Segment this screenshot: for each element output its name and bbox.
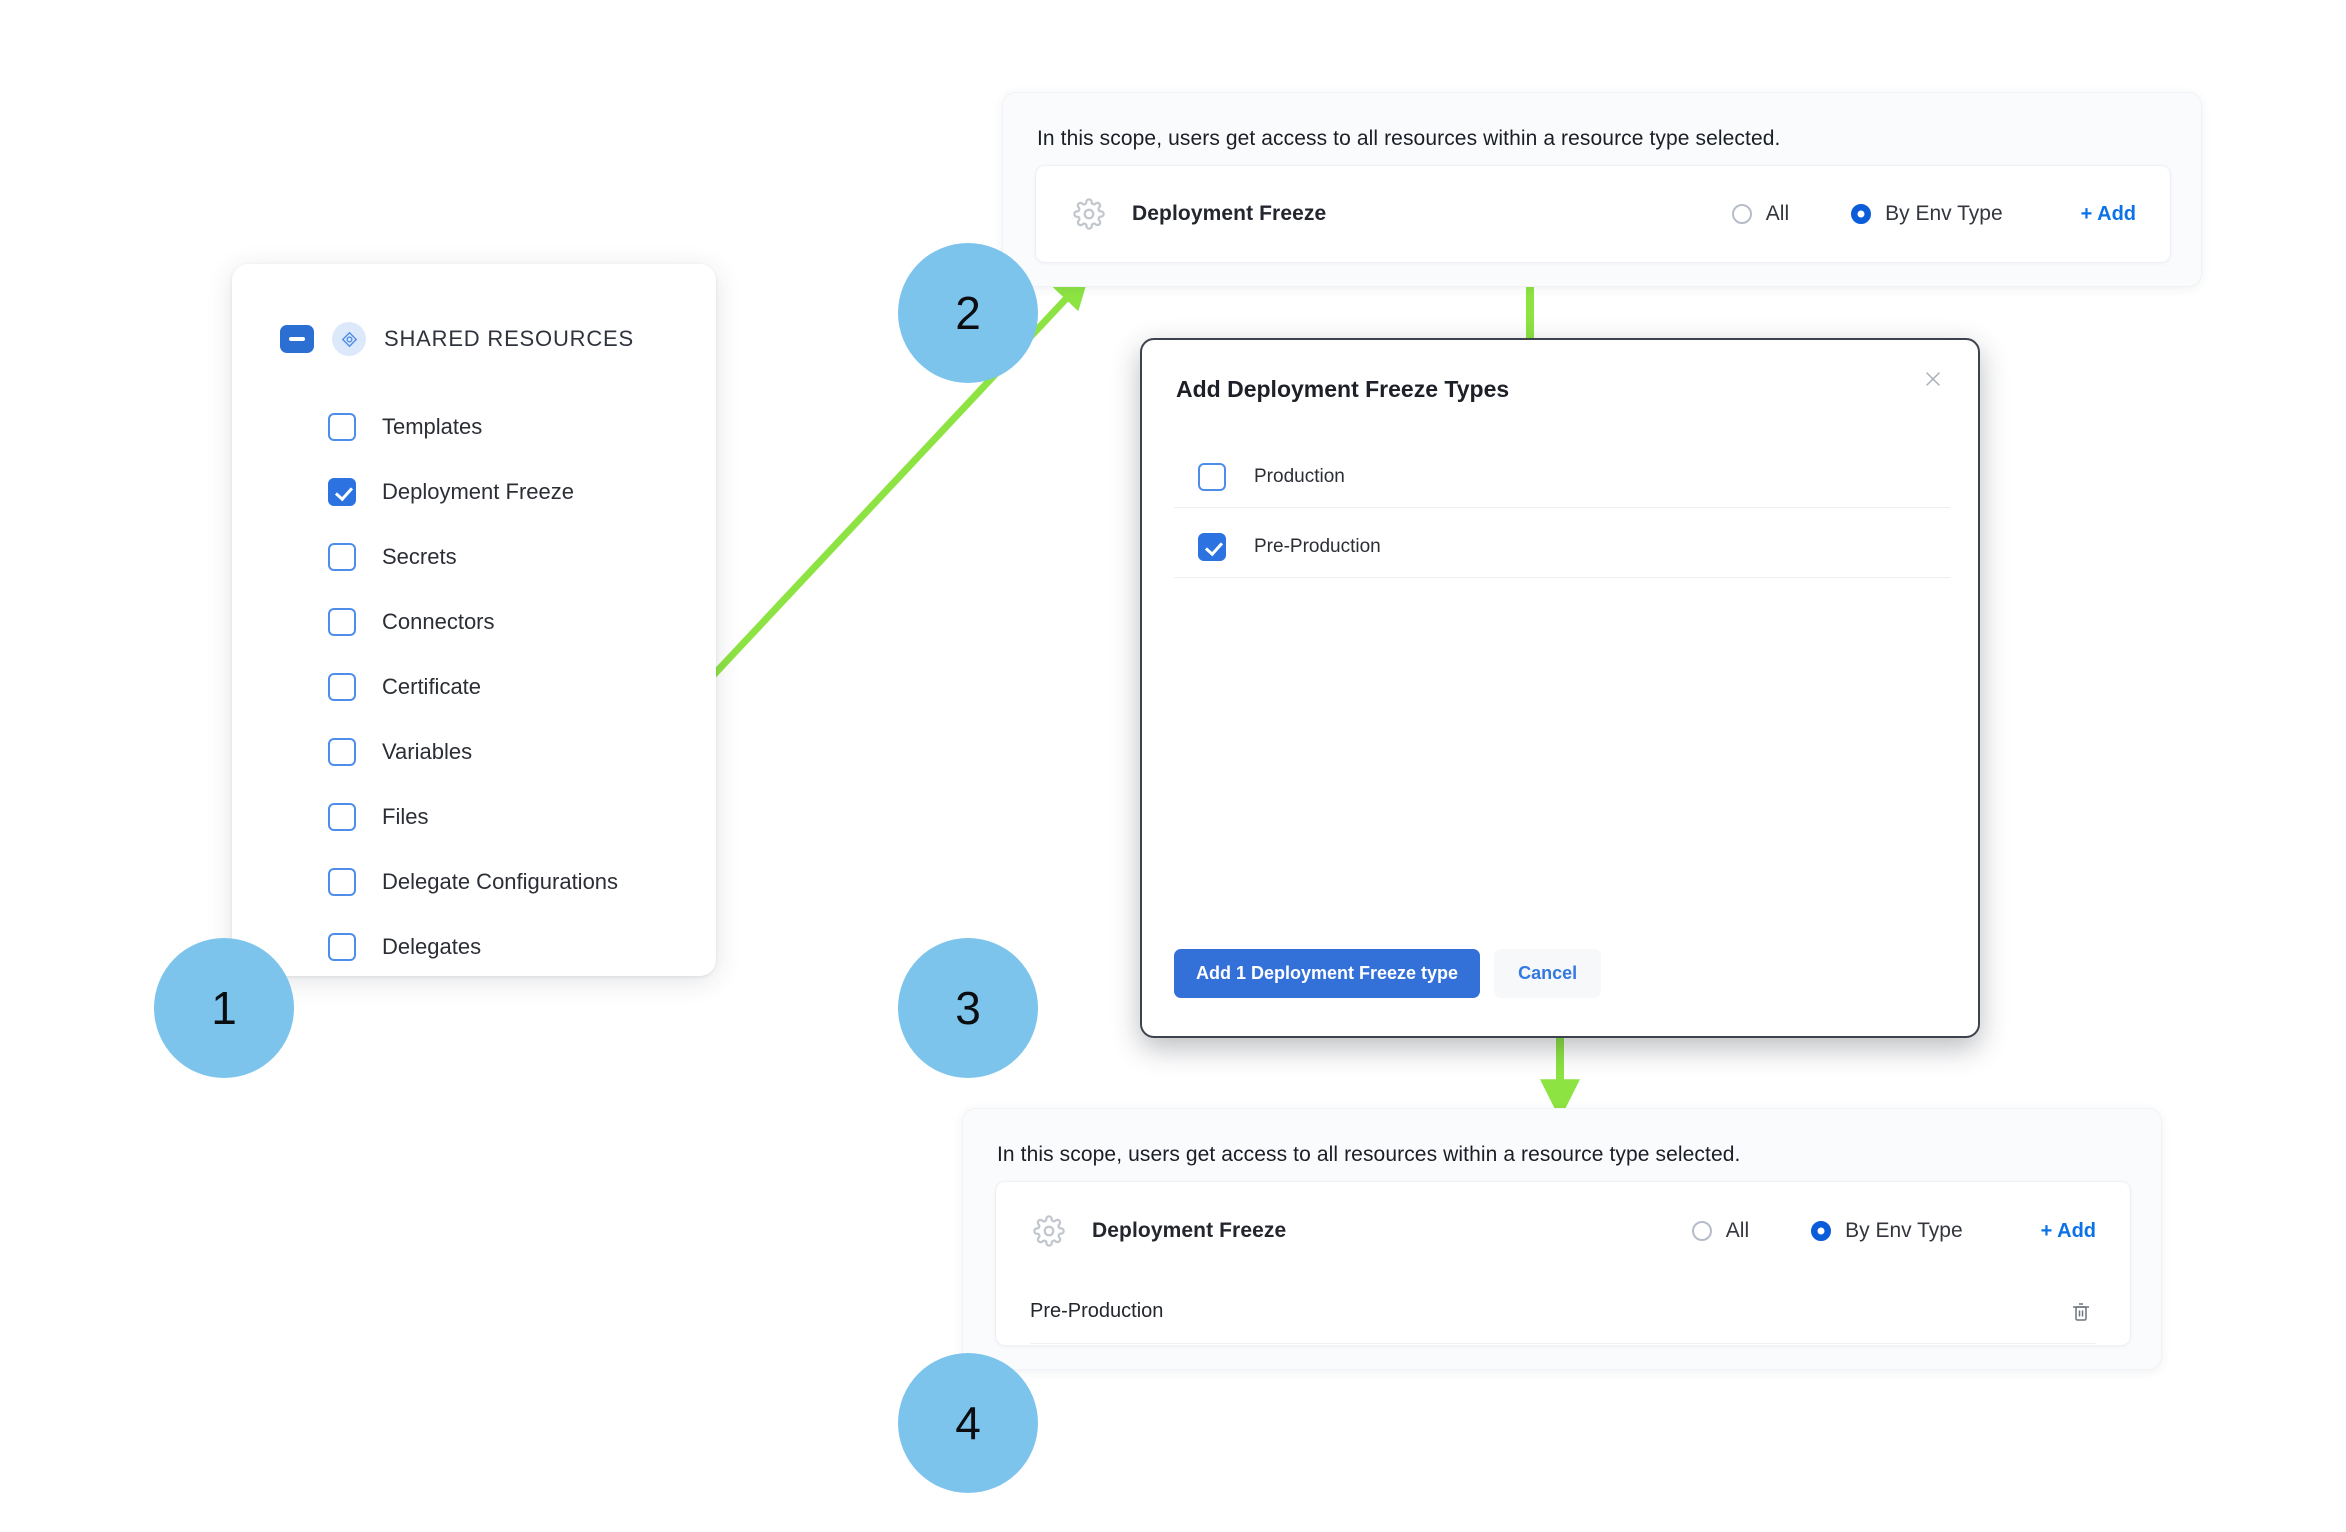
- tree-item-label: Secrets: [382, 543, 457, 569]
- resource-title: Deployment Freeze: [1132, 202, 1327, 225]
- tree-item-label: Templates: [382, 413, 483, 439]
- scope-note-top: In this scope, users get access to all r…: [1037, 127, 1781, 150]
- radio-label-by-env-type: By Env Type: [1885, 202, 2003, 225]
- modal-option-label: Pre-Production: [1254, 535, 1381, 557]
- modal-option-pre-production[interactable]: Pre-Production: [1174, 516, 1950, 578]
- modal-title: Add Deployment Freeze Types: [1176, 376, 1510, 402]
- tree-item-label: Variables: [382, 738, 473, 764]
- checkbox-icon-pre-production[interactable]: [1198, 532, 1226, 561]
- step-marker-4: 4: [898, 1353, 1038, 1493]
- checkbox-icon[interactable]: [328, 607, 356, 636]
- scope-radio-group-top: All By Env Type: [1731, 202, 2003, 226]
- step-marker-2: 2: [898, 243, 1038, 383]
- add-link-bottom[interactable]: + Add: [2040, 1219, 2096, 1242]
- modal-option-production[interactable]: Production: [1174, 446, 1950, 508]
- radio-icon-all: [1691, 1221, 1712, 1241]
- checkbox-icon[interactable]: [328, 477, 356, 506]
- tree-item-label: Delegate Configurations: [382, 868, 619, 894]
- tree-item[interactable]: Delegates: [232, 914, 716, 979]
- radio-by-env-type-bottom[interactable]: By Env Type: [1811, 1219, 1963, 1243]
- checkbox-icon[interactable]: [328, 867, 356, 896]
- arrow-tree-to-top-panel: [689, 273, 1090, 701]
- scope-radio-group-bottom: All By Env Type: [1691, 1219, 1963, 1243]
- radio-icon-by-env-type: [1851, 204, 1872, 224]
- checkbox-icon[interactable]: [328, 412, 356, 441]
- selected-env-type-label: Pre-Production: [1030, 1300, 1164, 1322]
- scope-panel-top: In this scope, users get access to all r…: [1002, 92, 2202, 287]
- modal-footer: Add 1 Deployment Freeze type Cancel: [1174, 949, 1602, 998]
- tree-header: SHARED RESOURCES: [232, 264, 716, 356]
- tree-item[interactable]: Connectors: [232, 589, 716, 654]
- tree-item[interactable]: Certificate: [232, 654, 716, 719]
- step-number: 4: [955, 1397, 981, 1449]
- add-deployment-freeze-type-button[interactable]: Add 1 Deployment Freeze type: [1174, 949, 1481, 998]
- tree-item[interactable]: Secrets: [232, 524, 716, 589]
- trash-icon[interactable]: [2066, 1297, 2096, 1327]
- step-number: 1: [211, 982, 237, 1034]
- tree-item-label: Deployment Freeze: [382, 478, 574, 504]
- radio-all-bottom[interactable]: All: [1691, 1219, 1750, 1243]
- modal-option-label: Production: [1254, 465, 1345, 487]
- resource-title: Deployment Freeze: [1092, 1219, 1287, 1242]
- step-marker-3: 3: [898, 938, 1038, 1078]
- resource-card-bottom: Deployment Freeze All By Env Type + Add …: [995, 1181, 2131, 1346]
- radio-icon-all: [1731, 204, 1752, 224]
- tree-item[interactable]: Deployment Freeze: [232, 459, 716, 524]
- radio-by-env-type-top[interactable]: By Env Type: [1851, 202, 2003, 226]
- radio-all-top[interactable]: All: [1731, 202, 1790, 226]
- scope-panel-bottom: In this scope, users get access to all r…: [962, 1108, 2162, 1370]
- scope-note-bottom: In this scope, users get access to all r…: [997, 1143, 1741, 1166]
- tree-item-label: Delegates: [382, 933, 482, 959]
- tree-item[interactable]: Templates: [232, 394, 716, 459]
- checkbox-icon[interactable]: [328, 802, 356, 831]
- tree-item-label: Files: [382, 803, 429, 829]
- checkbox-icon[interactable]: [328, 672, 356, 701]
- radio-icon-by-env-type: [1811, 1221, 1832, 1241]
- add-link-top[interactable]: + Add: [2080, 202, 2136, 225]
- radio-label-all: All: [1765, 202, 1790, 225]
- add-deployment-freeze-types-modal: Add Deployment Freeze Types Production P…: [1140, 338, 1980, 1038]
- tree-item-label: Certificate: [382, 673, 482, 699]
- checkbox-icon[interactable]: [328, 737, 356, 766]
- radio-label-all: All: [1725, 1219, 1750, 1242]
- step-number: 3: [955, 982, 981, 1034]
- minus-icon[interactable]: [280, 325, 314, 353]
- resource-card-top: Deployment Freeze All By Env Type + Add: [1035, 165, 2171, 263]
- tree-header-label: SHARED RESOURCES: [384, 326, 634, 351]
- step-number: 2: [955, 287, 981, 339]
- shared-resources-icon: [332, 322, 366, 356]
- tree-item[interactable]: Files: [232, 784, 716, 849]
- tree-item[interactable]: Variables: [232, 719, 716, 784]
- checkbox-icon-production[interactable]: [1198, 462, 1226, 491]
- checkbox-icon[interactable]: [328, 542, 356, 571]
- tree-item[interactable]: Delegate Configurations: [232, 849, 716, 914]
- gear-icon: [1030, 1212, 1068, 1250]
- close-icon[interactable]: [1916, 362, 1950, 396]
- gear-icon: [1070, 195, 1108, 233]
- radio-label-by-env-type: By Env Type: [1845, 1219, 1963, 1242]
- tree-item-label: Connectors: [382, 608, 495, 634]
- step-marker-1: 1: [154, 938, 294, 1078]
- cancel-button[interactable]: Cancel: [1494, 949, 1602, 998]
- selected-env-type-row: Pre-Production: [1030, 1280, 2096, 1344]
- checkbox-icon[interactable]: [328, 932, 356, 961]
